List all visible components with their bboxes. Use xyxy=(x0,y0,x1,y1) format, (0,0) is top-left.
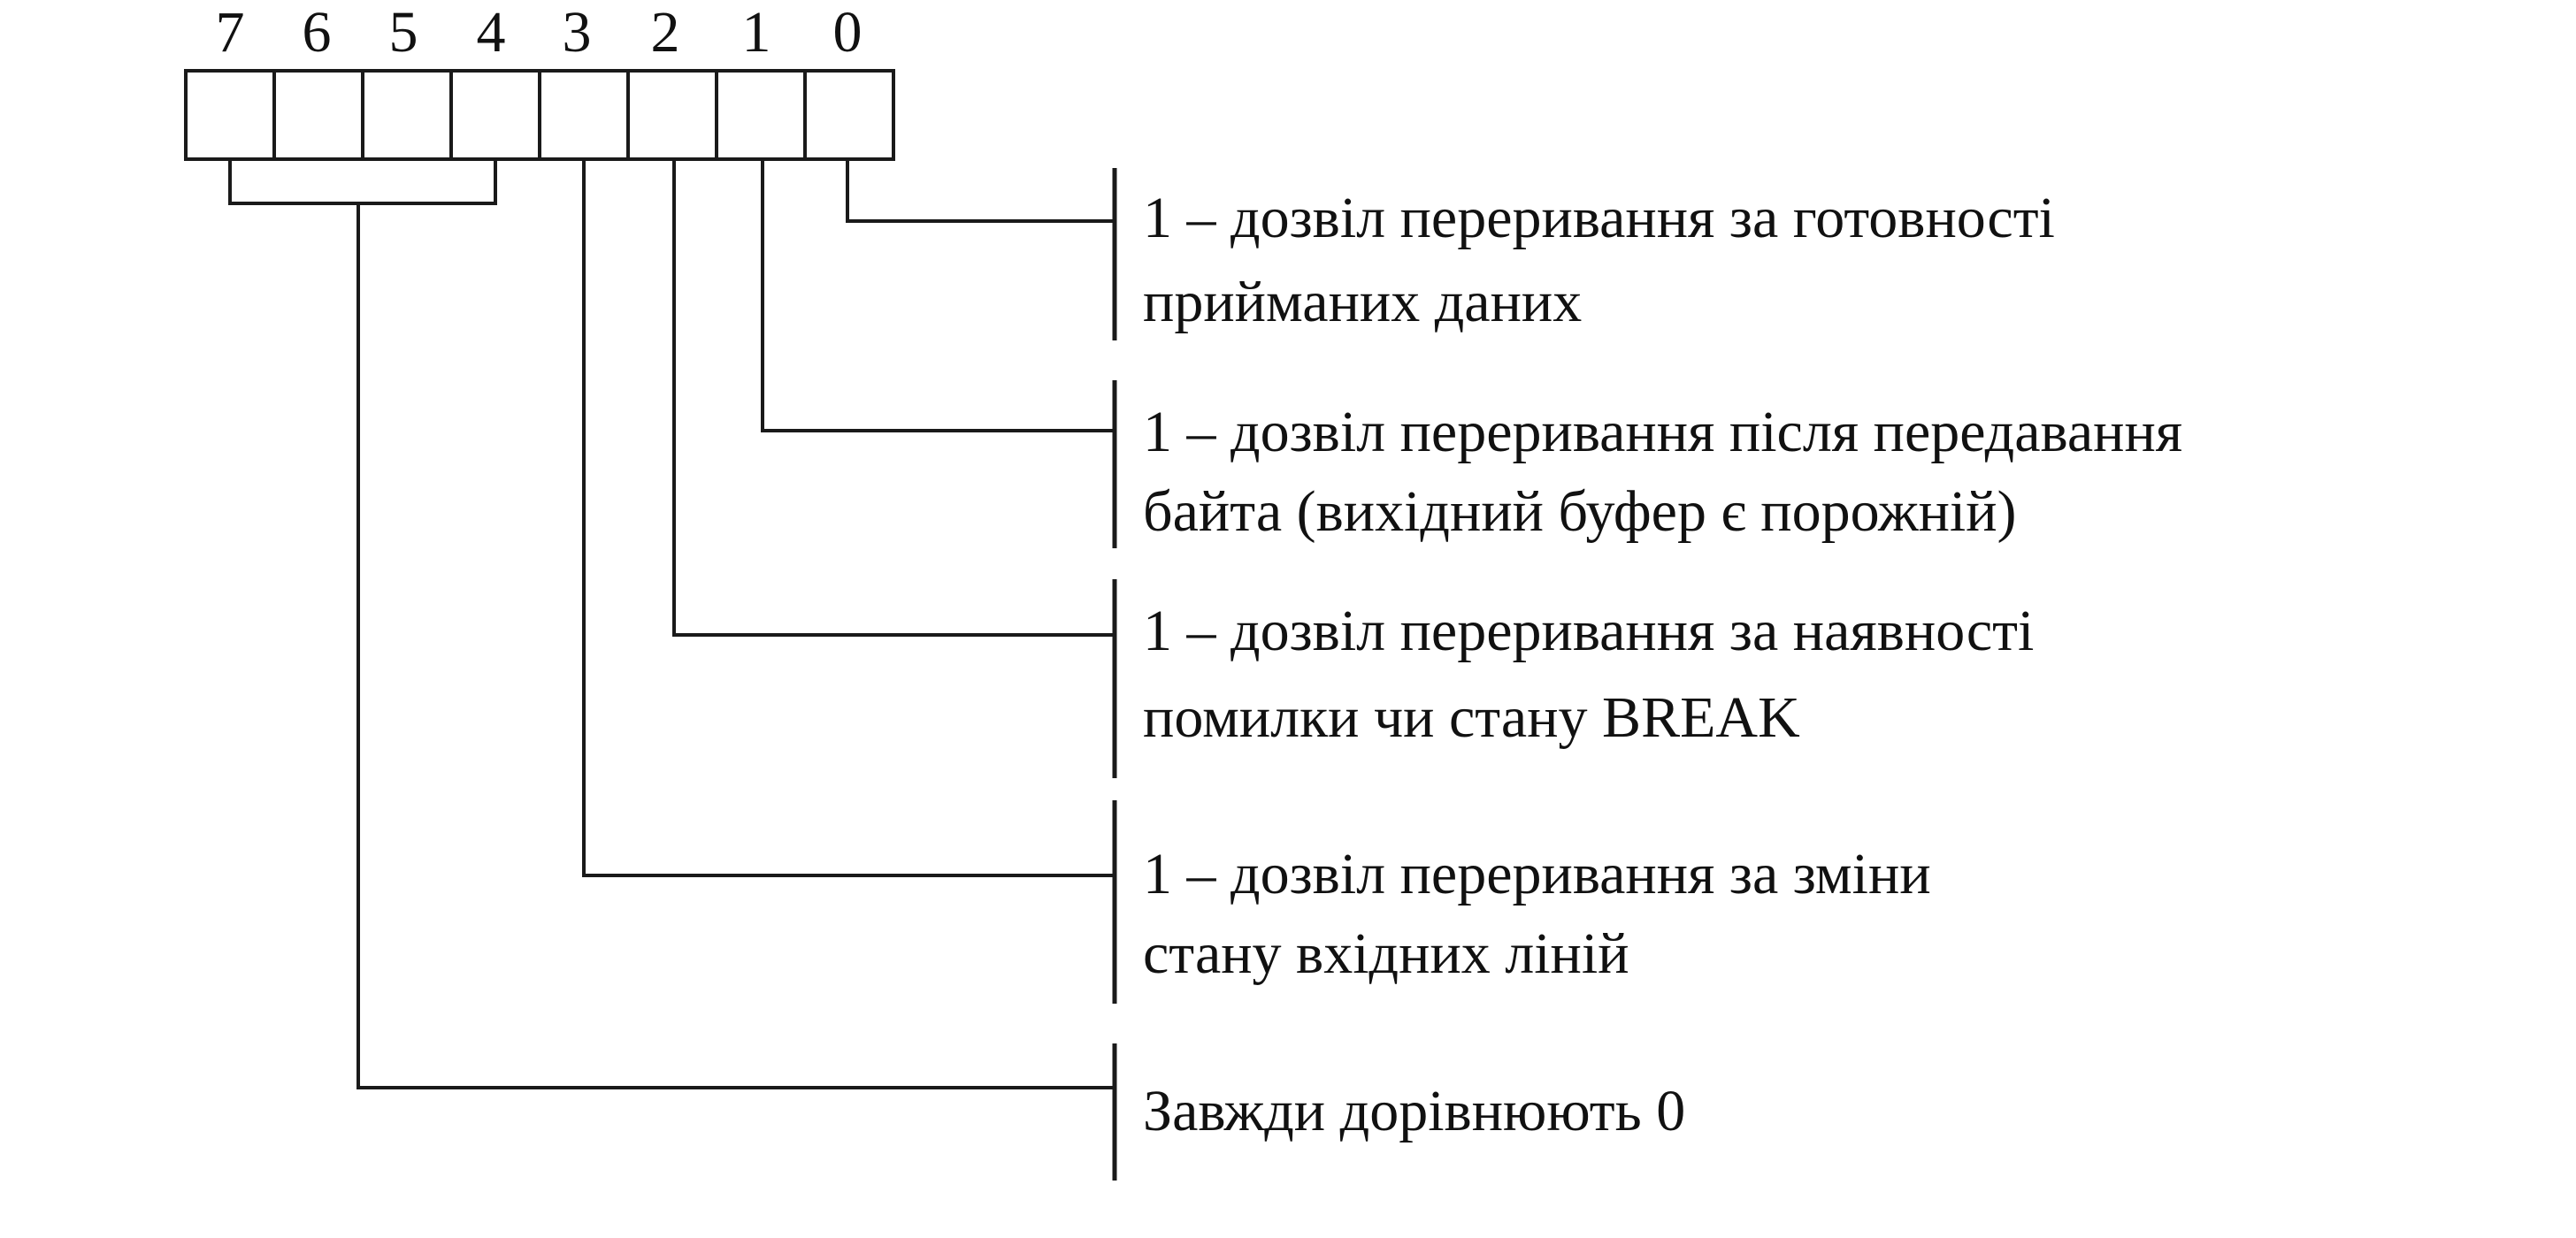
bit-number-6: 6 xyxy=(303,0,332,65)
leader-line-bit-3 xyxy=(582,159,1115,877)
description-bit-0-line-2: прийманих даних xyxy=(1143,270,1582,334)
bit-number-3: 3 xyxy=(563,0,592,65)
description-bit-3-line-2: стану вхідних ліній xyxy=(1143,921,1629,986)
description-bit-2-line-2: помилки чи стану BREAK xyxy=(1143,685,1800,750)
description-bit-1-line-1: 1 – дозвіл переривання після передавання xyxy=(1143,400,2182,464)
bit-cell-4 xyxy=(449,69,541,161)
leader-line-bits-7-4 xyxy=(356,203,1115,1089)
leader-line-bit-0 xyxy=(846,159,1115,223)
bit-number-7: 7 xyxy=(216,0,245,65)
leader-line-bit-2 xyxy=(672,159,1115,637)
bits-7-4-bracket xyxy=(228,159,497,205)
bit-cell-7 xyxy=(184,69,276,161)
description-bit-1-line-2: байта (вихідний буфер є порожній) xyxy=(1143,479,2017,544)
bit-number-4: 4 xyxy=(477,0,506,65)
register-cells xyxy=(184,69,895,161)
bit-number-5: 5 xyxy=(389,0,418,65)
bit-cell-3 xyxy=(538,69,630,161)
bit-cell-6 xyxy=(272,69,364,161)
bit-number-2: 2 xyxy=(651,0,680,65)
leader-line-bit-1 xyxy=(761,159,1115,432)
description-bit-2-line-1: 1 – дозвіл переривання за наявності xyxy=(1143,599,2034,663)
bit-number-labels: 7 6 5 4 3 2 1 0 xyxy=(216,0,862,65)
bit-cell-0 xyxy=(803,69,895,161)
description-bit-3-line-1: 1 – дозвіл переривання за зміни xyxy=(1143,842,1931,906)
bit-cell-1 xyxy=(715,69,807,161)
bit-cell-5 xyxy=(361,69,453,161)
bit-number-1: 1 xyxy=(742,0,771,65)
description-bits-7-4: Завжди дорівнюють 0 xyxy=(1143,1079,1685,1143)
bit-descriptions: 1 – дозвіл переривання за готовності при… xyxy=(1143,186,2182,1143)
description-bit-0-line-1: 1 – дозвіл переривання за готовності xyxy=(1143,186,2055,250)
leader-lines xyxy=(356,159,1115,1089)
bit-cell-2 xyxy=(626,69,718,161)
bit-number-0: 0 xyxy=(833,0,862,65)
